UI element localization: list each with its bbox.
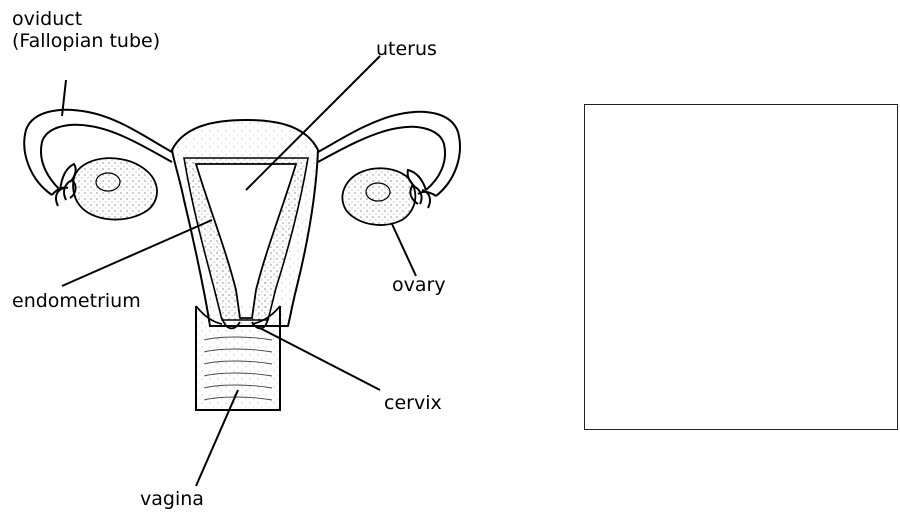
endometrium-leader-line <box>62 220 212 286</box>
left-ovary <box>73 158 157 219</box>
ovary-label: ovary <box>392 274 446 296</box>
uterus-label: uterus <box>376 38 437 60</box>
inset-frame <box>584 104 898 430</box>
vagina-label: vagina <box>140 488 204 510</box>
cervix-label: cervix <box>384 392 442 414</box>
ovary-leader-line <box>392 224 416 276</box>
uterus <box>172 120 318 326</box>
right-ovary <box>342 168 415 225</box>
oviduct-label-line1: oviduct <box>12 8 160 30</box>
oviduct-label: oviduct (Fallopian tube) <box>12 8 160 52</box>
endometrium-label: endometrium <box>12 290 141 312</box>
oviduct-label-line2: (Fallopian tube) <box>12 30 160 52</box>
